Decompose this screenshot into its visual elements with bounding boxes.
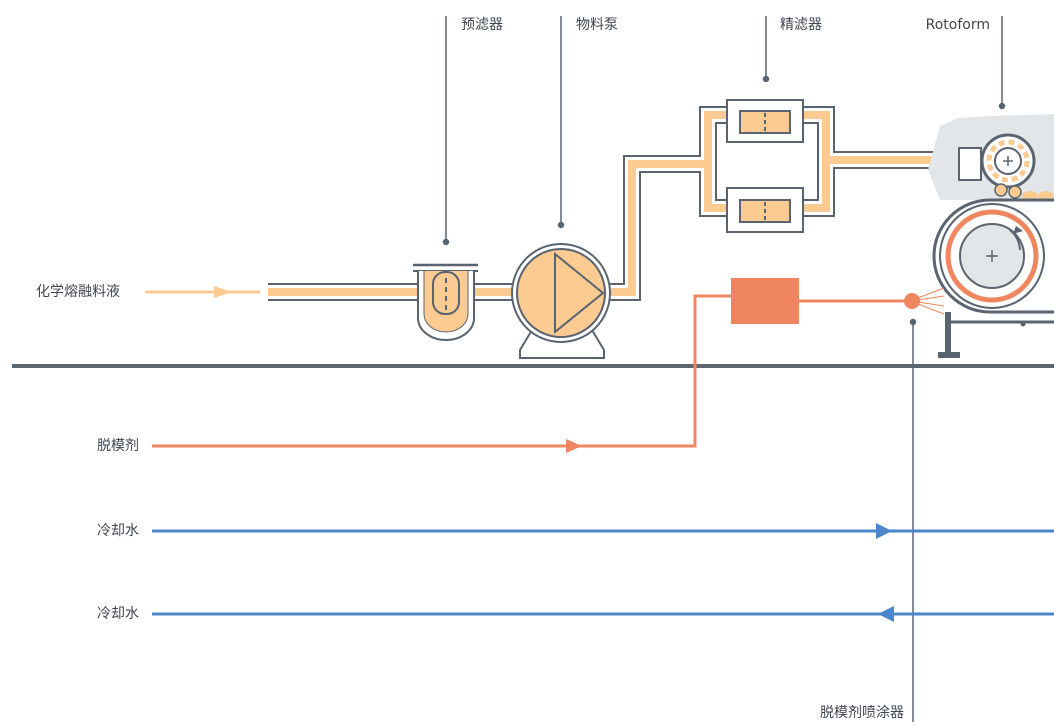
fine-filter-label: 精滤器 xyxy=(780,17,822,33)
prefilter-label: 预滤器 xyxy=(461,17,503,33)
rotoform-label: Rotoform xyxy=(925,17,990,33)
release-agent-line xyxy=(152,294,912,453)
cooling-water-out-label: 冷却水 xyxy=(97,606,139,622)
melt-feed-arrow xyxy=(145,286,260,298)
prefilter xyxy=(413,263,478,341)
cooling-water-out-line xyxy=(152,606,1054,622)
product-pipe xyxy=(268,106,960,301)
release-agent-unit xyxy=(731,278,799,324)
rotoform xyxy=(928,114,1054,358)
callout-lines xyxy=(442,16,1006,722)
release-agent-label: 脱模剂 xyxy=(97,438,139,454)
fine-filter-upper xyxy=(726,99,804,143)
pump xyxy=(511,243,611,359)
release-sprayer-label: 脱模剂喷涂器 xyxy=(820,705,904,721)
cooling-water-in-line xyxy=(152,523,1054,539)
melt-label: 化学熔融料液 xyxy=(36,284,120,300)
fine-filter-lower xyxy=(726,187,804,233)
release-agent-sprayer xyxy=(904,287,945,315)
pump-label: 物料泵 xyxy=(576,17,618,33)
cooling-water-in-label: 冷却水 xyxy=(97,523,139,539)
